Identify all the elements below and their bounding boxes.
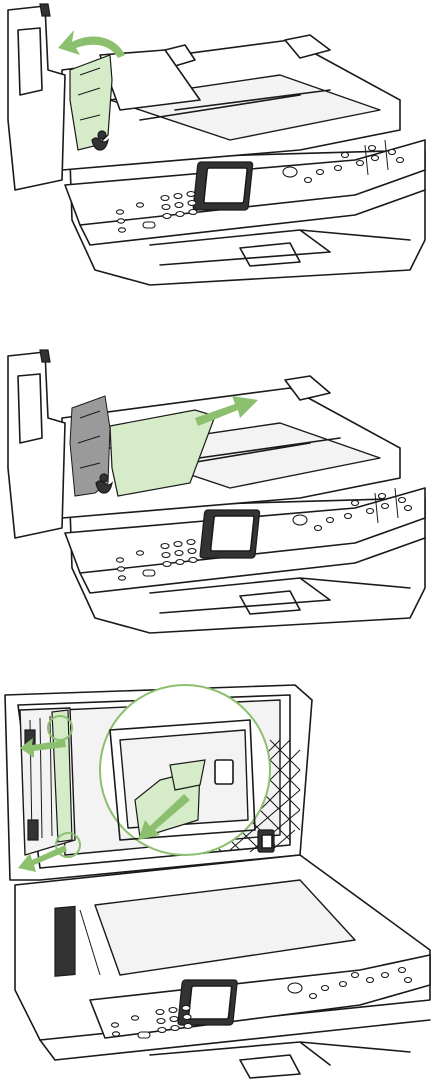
output-tray-slot: [240, 1055, 300, 1078]
feeder-lid-open: [8, 6, 65, 190]
lcd-screen: [211, 516, 255, 551]
lcd-screen: [188, 986, 231, 1019]
step-2-printer-drawing: [0, 318, 439, 640]
lid-latch-plate: [262, 835, 272, 848]
lid-hinge: [40, 350, 50, 362]
step-1-illustration: [0, 0, 439, 292]
lid-roller-bottom: [28, 820, 38, 840]
roller-axle: [100, 474, 108, 482]
roller-axle: [98, 131, 106, 139]
step-3-illustration: [0, 670, 439, 1092]
magnified-slot: [215, 760, 233, 784]
adf-scan-strip: [55, 906, 75, 976]
step-1-printer-drawing: [0, 0, 439, 292]
lcd-screen: [204, 168, 248, 203]
step-2-illustration: [0, 318, 439, 640]
lid-hinge: [40, 4, 50, 16]
step-3-printer-drawing: [0, 670, 439, 1092]
feeder-lid-open: [8, 352, 65, 538]
magnified-jammed-page-fold: [170, 760, 205, 790]
